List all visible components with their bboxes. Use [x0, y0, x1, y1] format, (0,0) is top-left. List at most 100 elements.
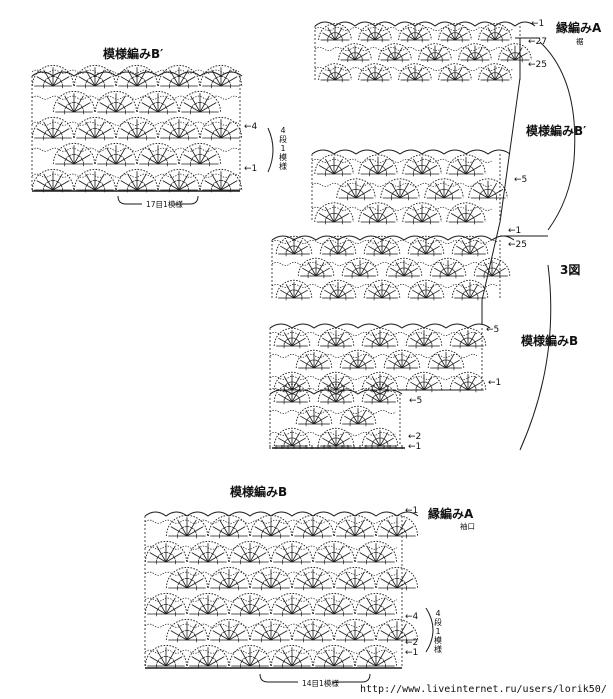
chain-mesh	[269, 409, 397, 414]
stitch-tick	[298, 555, 302, 560]
chain-arc	[478, 23, 512, 41]
fan-motif	[478, 63, 512, 83]
stitch-tick	[463, 245, 469, 249]
stitch-tick	[293, 393, 299, 397]
chain-mesh	[31, 173, 240, 178]
stitch-tick	[282, 607, 286, 612]
scallop-edge	[271, 235, 515, 241]
fan-motif	[186, 644, 230, 669]
stitch-tick	[80, 157, 84, 162]
stitch-tick	[345, 633, 349, 638]
stitch-tick	[122, 105, 126, 110]
chain-mesh	[144, 623, 398, 628]
stitch-tick	[347, 54, 351, 59]
chain-arc	[358, 63, 392, 81]
row-arrows	[269, 445, 403, 449]
chart-title-bottom: 模様編みB	[230, 485, 288, 499]
chain-mesh	[144, 545, 398, 550]
stitch-tick	[327, 165, 332, 168]
fan-motif	[273, 327, 311, 349]
chain-arc	[336, 178, 376, 199]
chain-arc	[354, 644, 398, 667]
chain-mesh	[144, 597, 398, 602]
stitch-tick	[449, 32, 454, 36]
stitch-tick	[439, 54, 443, 59]
chain-arc	[295, 349, 333, 369]
stitch-tick	[349, 189, 354, 192]
fan-motif	[341, 257, 379, 279]
stitch-tick	[459, 165, 464, 168]
stitch-tick	[419, 34, 423, 39]
stitch-tick	[336, 72, 341, 76]
stitch-tick	[190, 105, 194, 110]
chain-arc	[451, 279, 489, 299]
stitch-tick	[461, 381, 467, 385]
chain-arc	[438, 63, 472, 81]
fan-motif	[336, 178, 376, 201]
stitch-tick	[319, 581, 323, 586]
stitch-tick	[118, 154, 123, 158]
chart-title-top-left: 模様編みB′	[103, 47, 164, 61]
stitch-tick	[315, 630, 320, 634]
stitch-tick	[348, 526, 353, 530]
chain-arc	[314, 202, 354, 223]
stitch-tick	[382, 555, 386, 560]
fan-motif	[295, 405, 333, 427]
stitch-tick	[172, 607, 176, 612]
stitch-tick	[457, 167, 460, 172]
stitch-tick	[325, 215, 328, 220]
stitch-tick	[339, 74, 343, 79]
stitch-tick	[256, 659, 260, 664]
stitch-tick	[336, 552, 341, 556]
stitch-tick	[469, 381, 475, 385]
fan-motif	[473, 257, 511, 279]
stitch-tick	[399, 526, 404, 530]
stitch-tick	[389, 52, 394, 56]
chain-arc	[94, 142, 138, 165]
stitch-tick	[143, 183, 147, 188]
stitch-tick	[315, 578, 320, 582]
chain-arc	[424, 178, 464, 199]
stitch-tick	[425, 337, 431, 341]
chart-title-right-mid: 模様編みB′	[526, 124, 587, 138]
chain-arc	[380, 178, 420, 199]
stitch-tick	[381, 437, 387, 441]
stitch-tick	[369, 167, 372, 172]
fan-motif	[199, 116, 243, 141]
stitch-tick	[299, 291, 303, 297]
scallop-edge	[269, 323, 491, 329]
stitch-tick	[109, 102, 114, 106]
fan-motif	[31, 64, 75, 89]
chain-arc	[186, 592, 230, 615]
fan-motif	[449, 327, 487, 349]
stitch-tick	[349, 417, 353, 423]
stitch-tick	[59, 183, 63, 188]
fan-motif	[407, 279, 445, 301]
stitch-tick	[472, 167, 475, 172]
stitch-tick	[359, 359, 365, 363]
fan-motif	[449, 371, 487, 393]
row-number-5-right-step: ←5	[409, 396, 423, 406]
stitch-tick	[211, 79, 215, 84]
stitch-tick	[193, 529, 197, 534]
stitch-tick	[85, 131, 89, 136]
stitch-tick	[403, 581, 407, 586]
stitch-tick	[402, 189, 407, 192]
chain-arc	[270, 644, 314, 667]
row-bracket-bottom	[425, 607, 434, 653]
stitch-tick	[361, 633, 365, 638]
source-watermark: http://www.liveinternet.ru/users/lorik50…	[360, 684, 607, 695]
stitch-tick	[273, 578, 278, 582]
chain-arc	[207, 514, 251, 537]
stitch-tick	[441, 267, 447, 271]
stitch-tick	[362, 191, 365, 196]
fan-motif	[333, 566, 377, 591]
fan-motif	[136, 142, 180, 167]
chain-arc	[312, 540, 356, 563]
fan-motif	[339, 405, 377, 427]
stitch-tick	[349, 52, 354, 56]
fan-motif	[375, 566, 419, 591]
stitch-tick	[177, 581, 181, 586]
stitch-tick	[106, 105, 110, 110]
stitch-tick	[507, 54, 511, 59]
